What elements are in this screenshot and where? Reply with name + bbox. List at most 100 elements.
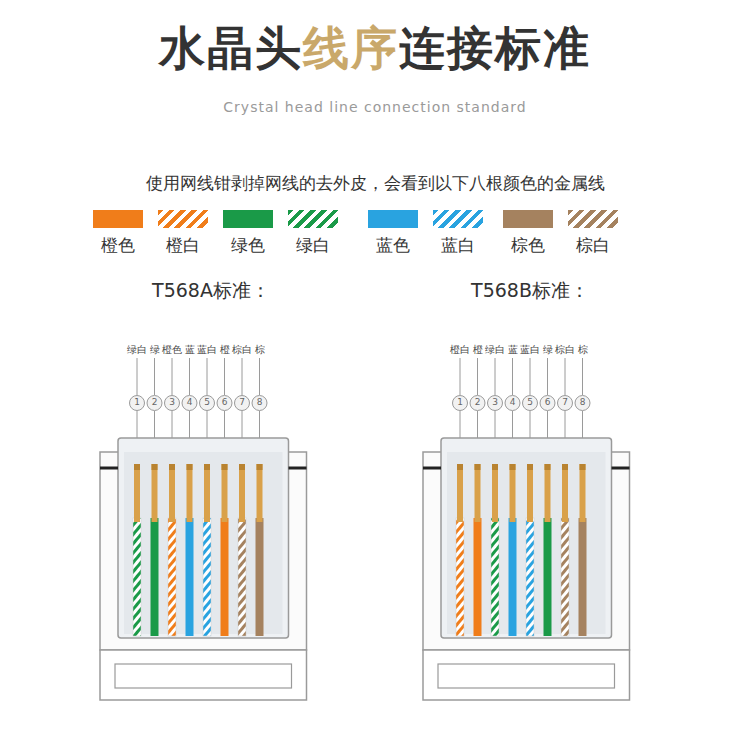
wire — [526, 518, 534, 636]
wire — [203, 518, 211, 636]
gold-contact — [457, 464, 463, 522]
wire-color-label: 绿白 — [127, 344, 147, 355]
leader-line — [242, 358, 243, 395]
plug-boot — [100, 650, 307, 700]
pin-circle — [165, 396, 180, 411]
wire-color-label: 蓝白 — [520, 344, 540, 355]
plug-edge — [612, 467, 630, 470]
wire — [238, 518, 246, 636]
contact-tip — [527, 464, 533, 470]
plug-latch — [438, 664, 615, 688]
wire-color-label: 橙 — [220, 344, 230, 355]
contact-tip — [222, 464, 228, 470]
gold-contact — [169, 464, 175, 522]
title-char: 水 — [159, 21, 207, 75]
pin-circle — [523, 396, 538, 411]
gold-contact — [510, 464, 516, 522]
pin-circle — [575, 396, 590, 411]
contact-tip — [239, 464, 245, 470]
wire-color-label: 橙白 — [450, 344, 470, 355]
leader-line — [477, 358, 478, 395]
pin-number: 8 — [257, 398, 263, 408]
wire-color-label: 绿白 — [485, 344, 505, 355]
leader-line — [189, 358, 190, 395]
gold-contact — [475, 464, 481, 522]
wire-color-label: 棕白 — [555, 344, 575, 355]
pin-circle — [217, 396, 232, 411]
pin-circle — [470, 396, 485, 411]
leader-line — [259, 358, 260, 395]
legend-label: 棕色 — [511, 236, 545, 255]
leader-line — [460, 358, 461, 395]
legend-label: 蓝白 — [441, 236, 475, 255]
gold-contact — [152, 464, 158, 522]
wire — [168, 518, 176, 636]
plug-inner — [441, 438, 612, 638]
pin-number: 7 — [562, 398, 568, 408]
leader-line — [495, 358, 496, 395]
plug-latch — [115, 664, 292, 688]
plug-edge — [423, 467, 441, 470]
pin-circle — [130, 396, 145, 411]
leader-line — [547, 358, 548, 395]
leader-line — [565, 358, 566, 395]
gold-contact — [222, 464, 228, 522]
wire — [491, 518, 499, 636]
standard-heading: T568B标准： — [471, 280, 589, 301]
wire-color-label: 蓝白 — [197, 344, 217, 355]
title-char: 线 — [303, 21, 351, 75]
gold-contact — [580, 464, 586, 522]
contact-tip — [257, 464, 263, 470]
plug-edge — [289, 467, 307, 470]
wire-color-label: 橙 — [473, 344, 483, 355]
rj45-plug — [423, 358, 630, 700]
leader-line — [512, 358, 513, 395]
description: 使用网线钳剥掉网线的去外皮，会看到以下八根颜色的金属线 — [146, 174, 605, 193]
pin-number: 6 — [222, 398, 228, 408]
wire-color-label: 蓝 — [185, 344, 195, 355]
wire — [544, 518, 552, 636]
wire — [474, 518, 482, 636]
contact-tip — [492, 464, 498, 470]
gold-contact — [257, 464, 263, 522]
leader-line — [154, 358, 155, 395]
wire-color-label: 棕 — [255, 344, 265, 355]
pin-number: 3 — [492, 398, 498, 408]
pin-circle — [540, 396, 555, 411]
wire — [456, 518, 464, 636]
contact-tip — [545, 464, 551, 470]
plug-edge — [100, 467, 118, 470]
pin-circle — [252, 396, 267, 411]
pin-circle — [558, 396, 573, 411]
gold-contact — [204, 464, 210, 522]
wire — [256, 518, 264, 636]
rj45-plug — [100, 358, 307, 700]
title-char: 序 — [351, 21, 399, 75]
pin-number: 2 — [475, 398, 481, 408]
title-char: 连 — [399, 21, 447, 75]
legend-label: 蓝色 — [376, 236, 410, 255]
pin-number: 4 — [187, 398, 193, 408]
title-char: 标 — [495, 21, 543, 75]
color-swatch — [568, 210, 618, 228]
pin-circle — [147, 396, 162, 411]
pin-number: 5 — [527, 398, 533, 408]
wire-color-label: 绿 — [543, 344, 553, 355]
gold-contact — [562, 464, 568, 522]
color-swatch — [223, 210, 273, 228]
legend-label: 绿色 — [231, 236, 265, 255]
wire — [509, 518, 517, 636]
color-swatch — [503, 210, 553, 228]
gold-contact — [545, 464, 551, 522]
subtitle: Crystal head line connection standard — [223, 100, 526, 115]
color-swatch — [158, 210, 208, 228]
wire-color-label: 棕白 — [232, 344, 252, 355]
contact-tip — [152, 464, 158, 470]
title-char: 头 — [255, 21, 303, 75]
wire — [561, 518, 569, 636]
pin-number: 5 — [204, 398, 210, 408]
wire — [186, 518, 194, 636]
pin-number: 6 — [545, 398, 551, 408]
pin-circle — [488, 396, 503, 411]
color-swatch — [368, 210, 418, 228]
